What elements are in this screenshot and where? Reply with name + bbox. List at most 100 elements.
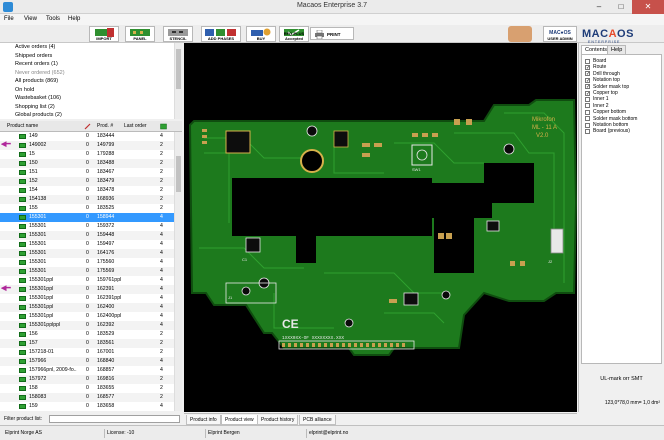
- order-filter-item[interactable]: Shopping list (2): [15, 103, 55, 110]
- close-button[interactable]: ✕: [632, 0, 664, 14]
- pinned-count-cell: 0: [86, 313, 89, 319]
- layer-checkbox[interactable]: [585, 116, 590, 122]
- orders-scrollbar[interactable]: [174, 43, 182, 119]
- column-product-name[interactable]: Product name: [7, 123, 39, 129]
- layer-checkbox[interactable]: ✓: [585, 84, 591, 91]
- order-filter-item[interactable]: All products (869): [15, 78, 59, 84]
- tab-product-history[interactable]: Product history: [257, 415, 299, 425]
- layer-checkbox[interactable]: [585, 122, 590, 128]
- layer-checkbox[interactable]: [585, 128, 590, 134]
- pcb-mounting-hole: [441, 290, 451, 300]
- last-order-cell: 2: [160, 196, 163, 202]
- tab-product-info[interactable]: Product info: [186, 415, 221, 425]
- order-filter-item[interactable]: Wastebasket (106): [15, 95, 61, 101]
- product-name-cell: 155301: [29, 214, 47, 220]
- orders-scroll-thumb[interactable]: [176, 49, 181, 89]
- layer-checkbox[interactable]: ✓: [585, 64, 591, 71]
- import-button[interactable]: IMPORT: [89, 26, 119, 42]
- minimize-button[interactable]: –: [596, 2, 602, 11]
- maximize-button[interactable]: □: [618, 2, 624, 11]
- tab-pcb-alliance[interactable]: PCB alliance: [299, 415, 336, 425]
- layer-checkbox[interactable]: [585, 109, 590, 115]
- layer-checkbox[interactable]: ✓: [585, 77, 591, 84]
- menu-tools[interactable]: Tools: [46, 16, 61, 22]
- column-prod-number[interactable]: Prod. #: [97, 123, 114, 129]
- add-phases-button[interactable]: ADD PHASES: [201, 26, 241, 42]
- order-filter-item[interactable]: Never ordered (652): [15, 69, 65, 76]
- order-filter-item[interactable]: Active orders (4): [15, 44, 56, 50]
- pcb-viewer[interactable]: Mikrofon ML - 11 A V2.0 CE 1XXX0XX-OF XX…: [184, 43, 578, 412]
- menu-view[interactable]: View: [24, 16, 37, 22]
- layer-checkbox[interactable]: [585, 103, 590, 109]
- pcb-serial-text: 1XXX0XX-OF XXXXXXXX.XXX: [282, 335, 344, 341]
- product-list-scroll-thumb[interactable]: [176, 156, 181, 192]
- layer-label: Copper top: [593, 90, 618, 96]
- filter-input[interactable]: [49, 415, 180, 423]
- pcb-label-j1: J1: [228, 295, 233, 300]
- panel-button[interactable]: PANEL: [125, 26, 155, 42]
- order-filter-item[interactable]: Global products (2): [15, 112, 62, 118]
- layer-checkbox[interactable]: [585, 96, 590, 102]
- print-button[interactable]: PRINT: [310, 27, 354, 40]
- board-icon: [19, 395, 26, 400]
- last-order-cell: 2: [160, 205, 163, 211]
- status-company: Elprint Norge AS: [5, 430, 42, 436]
- filter-bar: Filter product list:: [0, 413, 182, 425]
- pcb-ic-chip: [225, 130, 251, 154]
- column-last-order[interactable]: Last order: [124, 123, 147, 129]
- buy-button[interactable]: BUY: [246, 26, 276, 42]
- order-filter-item[interactable]: Shipped orders: [15, 52, 53, 59]
- layer-checkbox[interactable]: ✓: [585, 90, 591, 97]
- side-panel: Contents Help Board✓Route✓Drill through✓…: [578, 43, 664, 412]
- pinned-count-cell: 0: [86, 295, 89, 301]
- tab-product-view[interactable]: Product view: [221, 415, 258, 425]
- product-number-cell: 183525: [97, 205, 115, 211]
- menu-help[interactable]: Help: [68, 16, 81, 22]
- layer-checkbox[interactable]: ✓: [585, 71, 591, 78]
- user-admin-button[interactable]: MAC●OS USER ADMIN: [543, 26, 577, 42]
- product-list-scrollbar[interactable]: [174, 132, 182, 411]
- order-filter-item[interactable]: Recent orders (1): [15, 61, 58, 67]
- product-name-cell: 157966: [29, 358, 47, 364]
- last-order-cell: 4: [160, 286, 163, 292]
- layer-checkbox[interactable]: [585, 58, 590, 64]
- rfq-button[interactable]: RFQ-PLUS Accepted: [279, 26, 309, 42]
- tab-help[interactable]: Help: [607, 45, 627, 54]
- product-number-cell: 168577: [97, 394, 115, 400]
- order-filter-item[interactable]: On hold: [15, 86, 35, 93]
- stencil-button[interactable]: STENCIL: [163, 26, 193, 42]
- pinned-count-cell: 0: [86, 160, 89, 166]
- menu-file[interactable]: File: [4, 16, 14, 22]
